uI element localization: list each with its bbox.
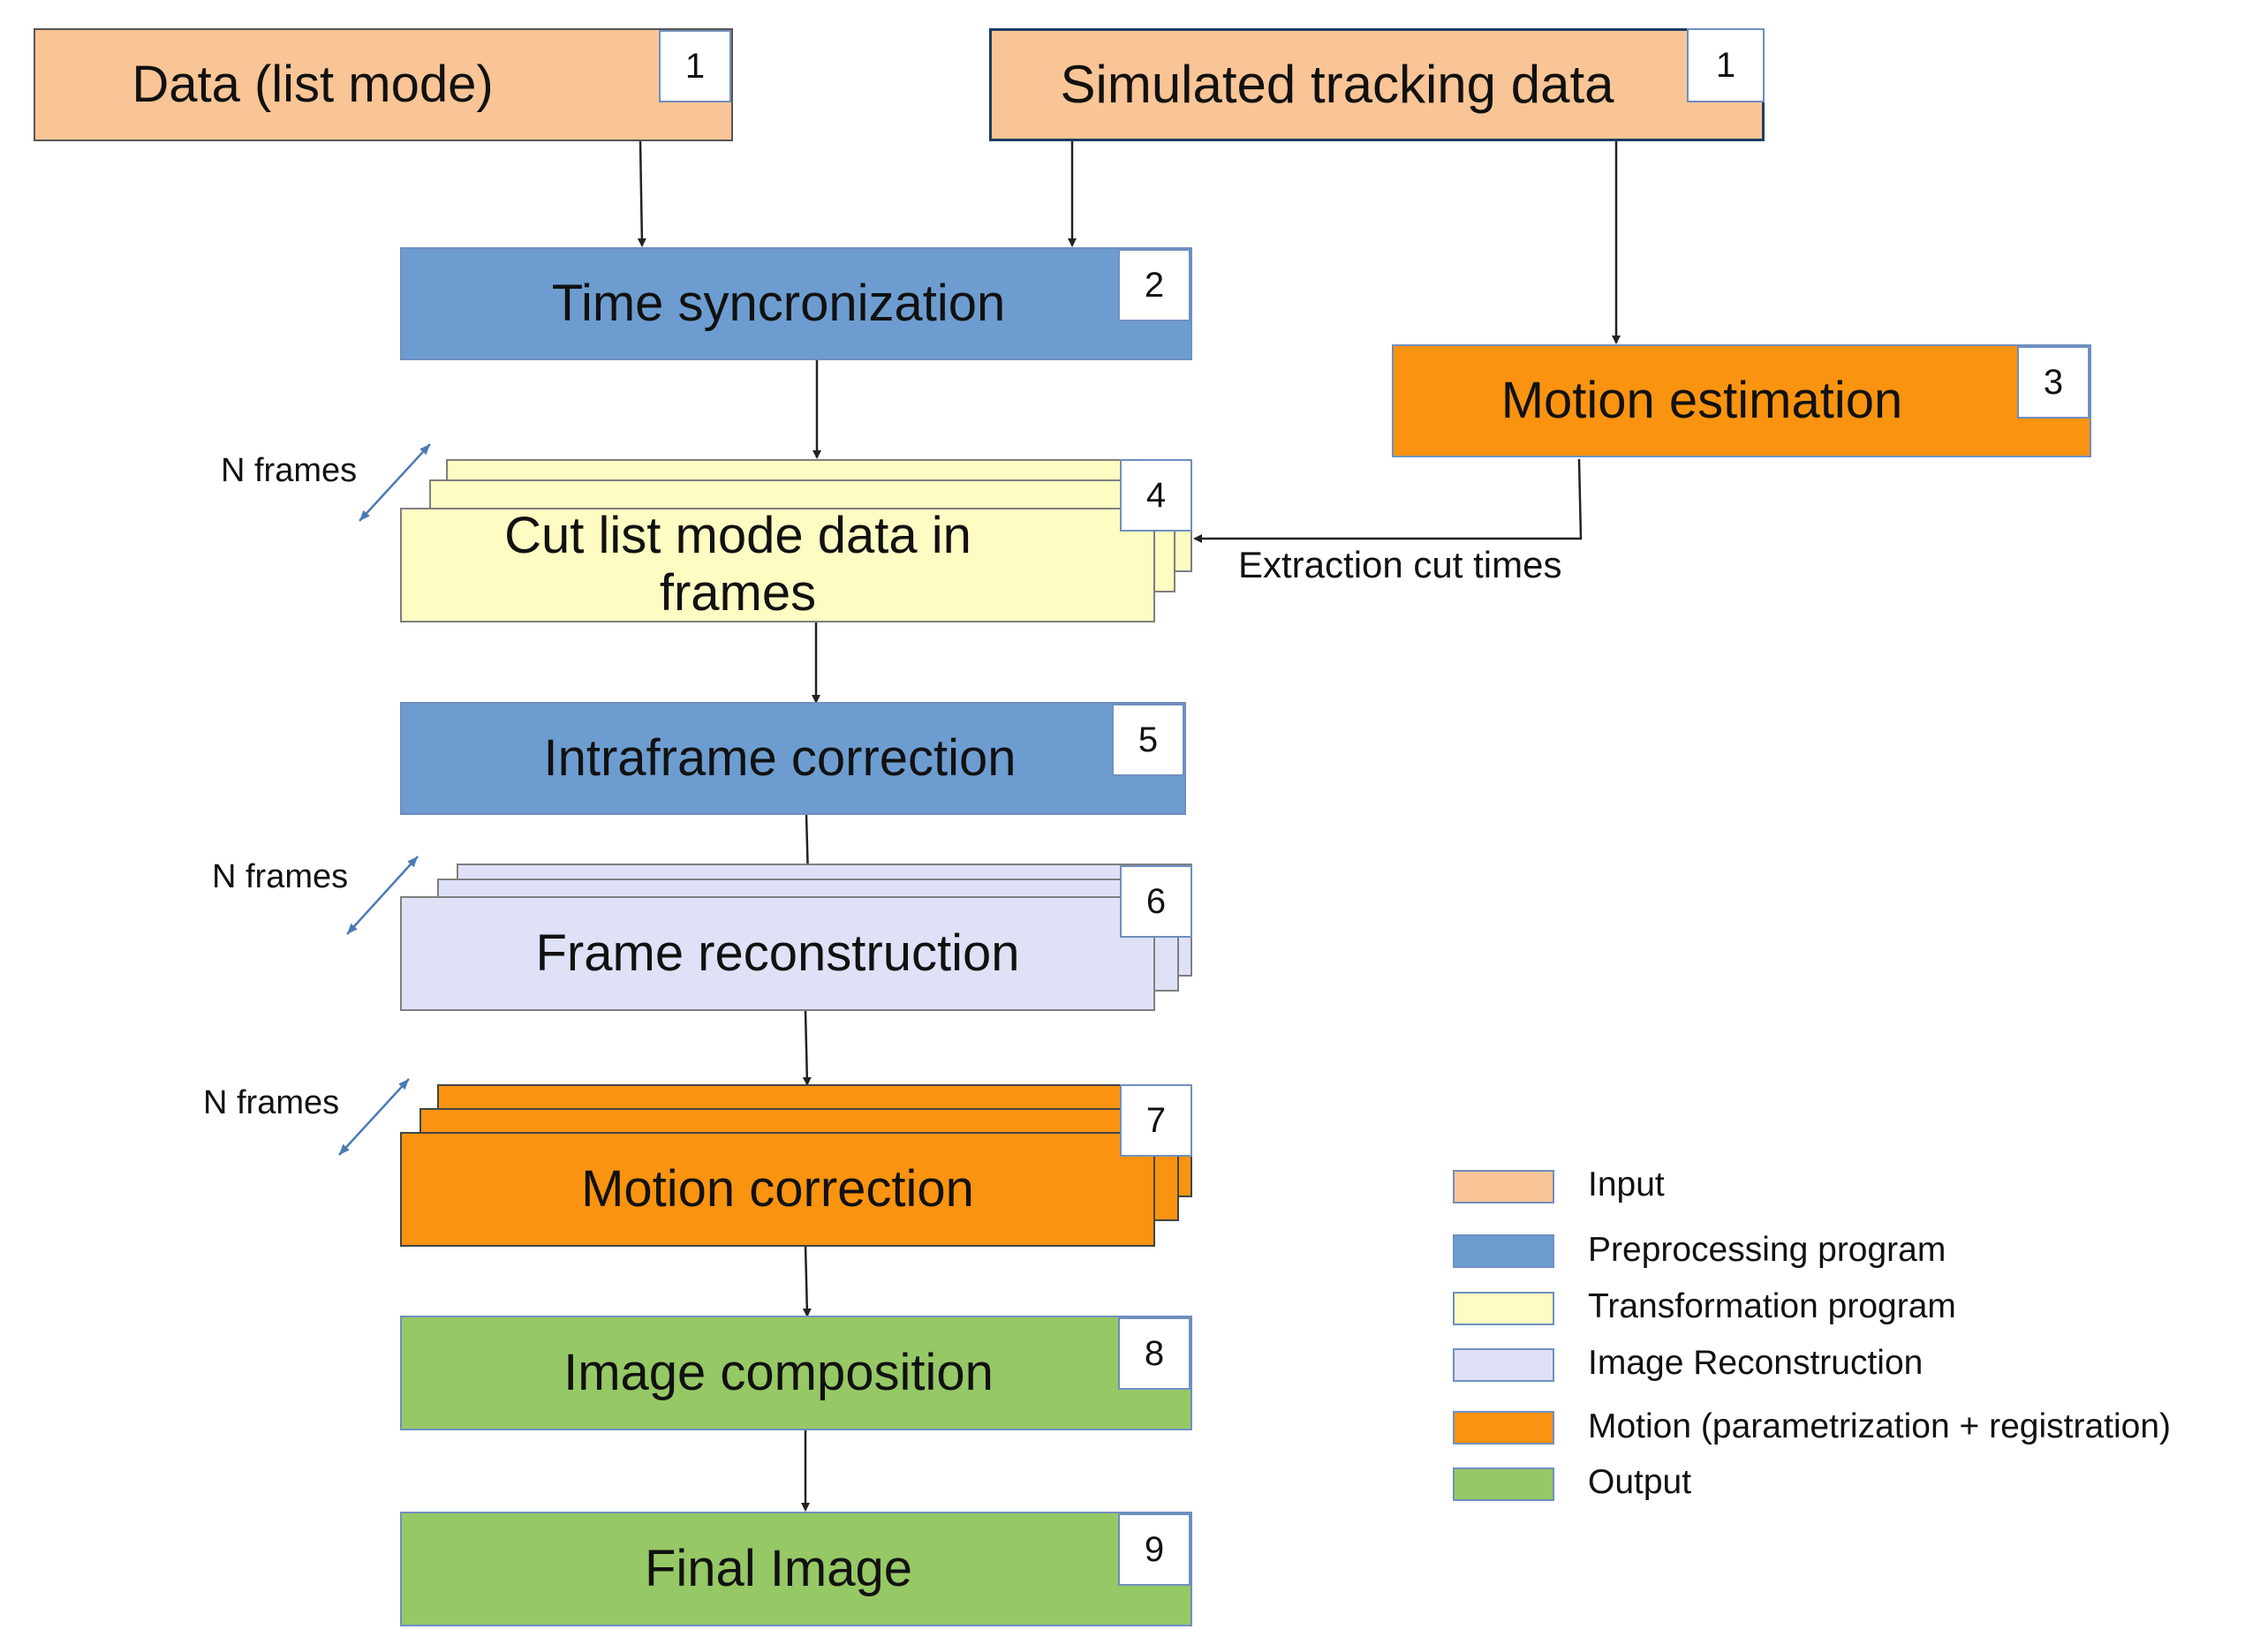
arrow-extraction-cut-times xyxy=(1193,458,1583,543)
node-motion-correction: Motion correction xyxy=(400,1132,1155,1247)
node-label: Data (list mode) xyxy=(132,55,494,113)
node-data-list-mode: Data (list mode) 1 xyxy=(34,28,733,141)
node-final-image: Final Image 9 xyxy=(400,1512,1192,1626)
node-intraframe: Intraframe correction 5 xyxy=(400,702,1186,815)
node-motion-estimation: Motion estimation 3 xyxy=(1392,344,2091,457)
node-number-7: 7 xyxy=(1120,1084,1192,1157)
node-number: 1 xyxy=(1687,28,1765,102)
legend-label-input: Input xyxy=(1588,1165,1665,1203)
node-number: 1 xyxy=(659,30,731,102)
node-number-6: 6 xyxy=(1120,865,1192,938)
legend-swatch-input xyxy=(1453,1170,1554,1203)
legend-label-motion: Motion (parametrization + registration) xyxy=(1588,1407,2172,1445)
legend-label-output: Output xyxy=(1588,1463,1692,1501)
arrow-data-to-timesync xyxy=(637,140,646,247)
node-label: Time syncronization xyxy=(551,274,1006,332)
arrow-recon-to-motioncorr xyxy=(802,1010,812,1086)
n-frames-arrow-4 xyxy=(359,443,431,522)
node-label: Frame reconstruction xyxy=(535,924,1020,982)
node-label: Simulated tracking data xyxy=(1060,55,1614,115)
legend-swatch-reconstruction xyxy=(1453,1348,1554,1382)
arrow-motioncorr-to-composition xyxy=(802,1244,812,1317)
n-frames-label-7: N frames xyxy=(203,1084,340,1121)
n-frames-arrow-7 xyxy=(338,1078,410,1156)
node-label: Cut list mode data in frames xyxy=(504,507,971,622)
legend-label-reconstruction: Image Reconstruction xyxy=(1588,1344,1924,1382)
legend-swatch-output xyxy=(1453,1467,1554,1501)
legend-swatch-preprocessing xyxy=(1453,1234,1554,1268)
node-simulated-tracking: Simulated tracking data 1 xyxy=(989,28,1765,141)
node-label: Motion correction xyxy=(581,1159,974,1218)
node-label: Intraframe correction xyxy=(543,728,1017,787)
node-cut-list-mode: Cut list mode data in frames xyxy=(400,507,1155,622)
extraction-cut-times-label: Extraction cut times xyxy=(1238,544,1562,585)
legend-label-preprocessing: Preprocessing program xyxy=(1588,1231,1946,1269)
node-label: Final Image xyxy=(644,1539,913,1597)
node-number-4: 4 xyxy=(1120,459,1192,532)
legend-swatch-transformation xyxy=(1453,1292,1554,1325)
n-frames-label-6: N frames xyxy=(212,858,349,895)
node-label: Motion estimation xyxy=(1500,371,1903,429)
n-frames-label-4: N frames xyxy=(221,452,358,489)
node-time-sync: Time syncronization 2 xyxy=(400,247,1192,360)
node-label: Image composition xyxy=(563,1343,994,1401)
legend-swatch-motion xyxy=(1453,1411,1554,1445)
node-number: 8 xyxy=(1118,1317,1190,1390)
node-number: 5 xyxy=(1112,704,1184,776)
node-frame-recon: Frame reconstruction xyxy=(400,896,1155,1011)
node-number: 9 xyxy=(1118,1513,1190,1586)
node-number: 2 xyxy=(1118,249,1190,321)
legend-label-transformation: Transformation program xyxy=(1588,1287,1956,1325)
node-image-composition: Image composition 8 xyxy=(400,1316,1192,1430)
node-number: 3 xyxy=(2017,346,2090,419)
n-frames-arrow-6 xyxy=(346,856,419,935)
